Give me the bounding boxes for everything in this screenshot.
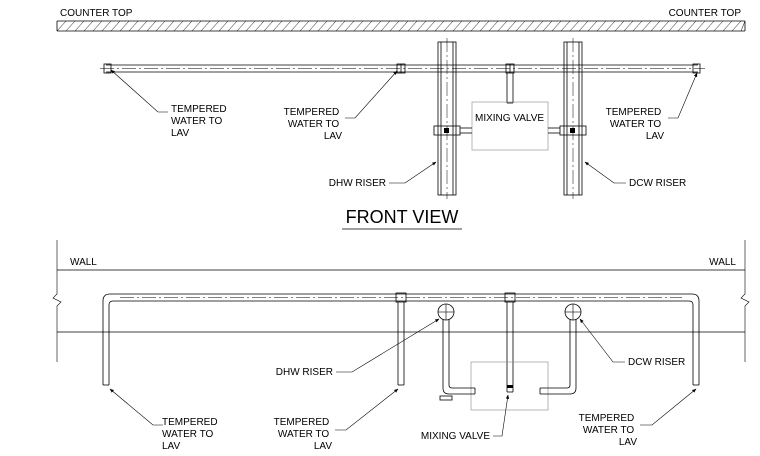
front-mixing-valve-label: MIXING VALVE bbox=[475, 113, 544, 124]
plan-view: WALL WALL bbox=[52, 240, 750, 452]
front-tempered-pipe bbox=[100, 63, 705, 74]
front-dhw-riser bbox=[433, 38, 472, 199]
counter-top-band bbox=[56, 20, 746, 32]
plan-dhw-riser bbox=[437, 303, 476, 401]
front-dhw-riser-label: DHW RISER bbox=[329, 178, 386, 189]
front-dcw-riser bbox=[548, 38, 587, 199]
plan-tempered-label-right: TEMPERED WATER TO LAV bbox=[579, 413, 638, 448]
front-leaders bbox=[110, 69, 698, 184]
plan-leaders bbox=[109, 318, 697, 437]
plan-dhw-riser-label: DHW RISER bbox=[276, 367, 333, 378]
front-tempered-label-mid: TEMPERED WATER TO LAV bbox=[284, 107, 343, 142]
plan-mixing-valve-label: MIXING VALVE bbox=[421, 431, 490, 442]
wall-label-left: WALL bbox=[70, 257, 97, 268]
plan-mixing-valve-box bbox=[470, 361, 549, 411]
counter-top-label-right: COUNTER TOP bbox=[669, 8, 742, 19]
front-view: COUNTER TOP COUNTER TOP MIXING VALVE bbox=[56, 8, 746, 230]
front-dcw-riser-label: DCW RISER bbox=[629, 178, 686, 189]
front-mixing-valve-box bbox=[471, 101, 549, 151]
wall-label-right: WALL bbox=[709, 257, 736, 268]
plan-dcw-riser-label: DCW RISER bbox=[628, 357, 685, 368]
wall-lines bbox=[52, 240, 750, 362]
counter-top-label-left: COUNTER TOP bbox=[60, 8, 133, 19]
front-tempered-label-left: TEMPERED WATER TO LAV bbox=[171, 104, 229, 139]
front-mixing-valve-drop bbox=[471, 73, 549, 151]
front-tempered-label-right: TEMPERED WATER TO LAV bbox=[606, 107, 665, 142]
plan-tempered-label-mid: TEMPERED WATER TO LAV bbox=[274, 417, 333, 452]
plan-dcw-riser bbox=[539, 303, 582, 395]
plan-tempered-pipe bbox=[102, 292, 700, 393]
front-view-title: FRONT VIEW bbox=[346, 207, 459, 227]
plan-tempered-label-left: TEMPERED WATER TO LAV bbox=[162, 417, 220, 452]
